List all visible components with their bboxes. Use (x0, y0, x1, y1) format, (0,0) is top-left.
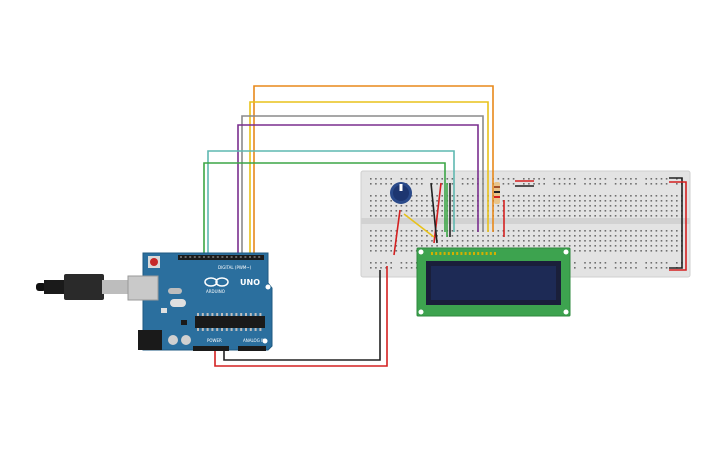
analog-header (238, 346, 266, 351)
wire-black-pot (430, 182, 438, 244)
digital-header (178, 255, 264, 260)
wire-yellow-contrast (403, 213, 435, 238)
potentiometer[interactable] (390, 182, 412, 204)
wire-black-gnd (223, 270, 381, 361)
arduino-model-label: UNO (240, 278, 260, 287)
lcd-screen (431, 266, 556, 300)
power-jack (138, 330, 162, 350)
wires (203, 85, 687, 367)
wire-green (203, 162, 446, 257)
power-header (193, 346, 229, 351)
power-label: POWER (207, 338, 222, 343)
resistor (494, 182, 500, 204)
wire-red-5v (214, 266, 388, 367)
wire-yellow (249, 101, 489, 257)
wire-black-rail (669, 177, 683, 269)
atmega-chip (195, 316, 265, 328)
arduino-uno-board[interactable]: UNO ARDUINO DIGITAL (PWM~) POWER ANALOG … (127, 252, 273, 351)
arduino-brand-label: ARDUINO (206, 289, 225, 294)
wire-red-vcc (393, 209, 401, 256)
wire-red-pot (433, 182, 442, 244)
arduino-logo: UNO ARDUINO (204, 277, 260, 294)
wire-teal (207, 150, 455, 257)
lcd-display (416, 247, 571, 317)
wire-red-rail (669, 181, 687, 271)
usb-port (127, 275, 159, 301)
lcd-pin-header (431, 252, 496, 255)
usb-cable (36, 274, 128, 300)
digital-label: DIGITAL (PWM~) (218, 265, 252, 270)
reset-button (150, 258, 158, 266)
analog-label: ANALOG IN (243, 338, 265, 343)
wire-gray (241, 115, 484, 257)
wire-purple (237, 124, 479, 257)
wire-orange (253, 85, 494, 257)
